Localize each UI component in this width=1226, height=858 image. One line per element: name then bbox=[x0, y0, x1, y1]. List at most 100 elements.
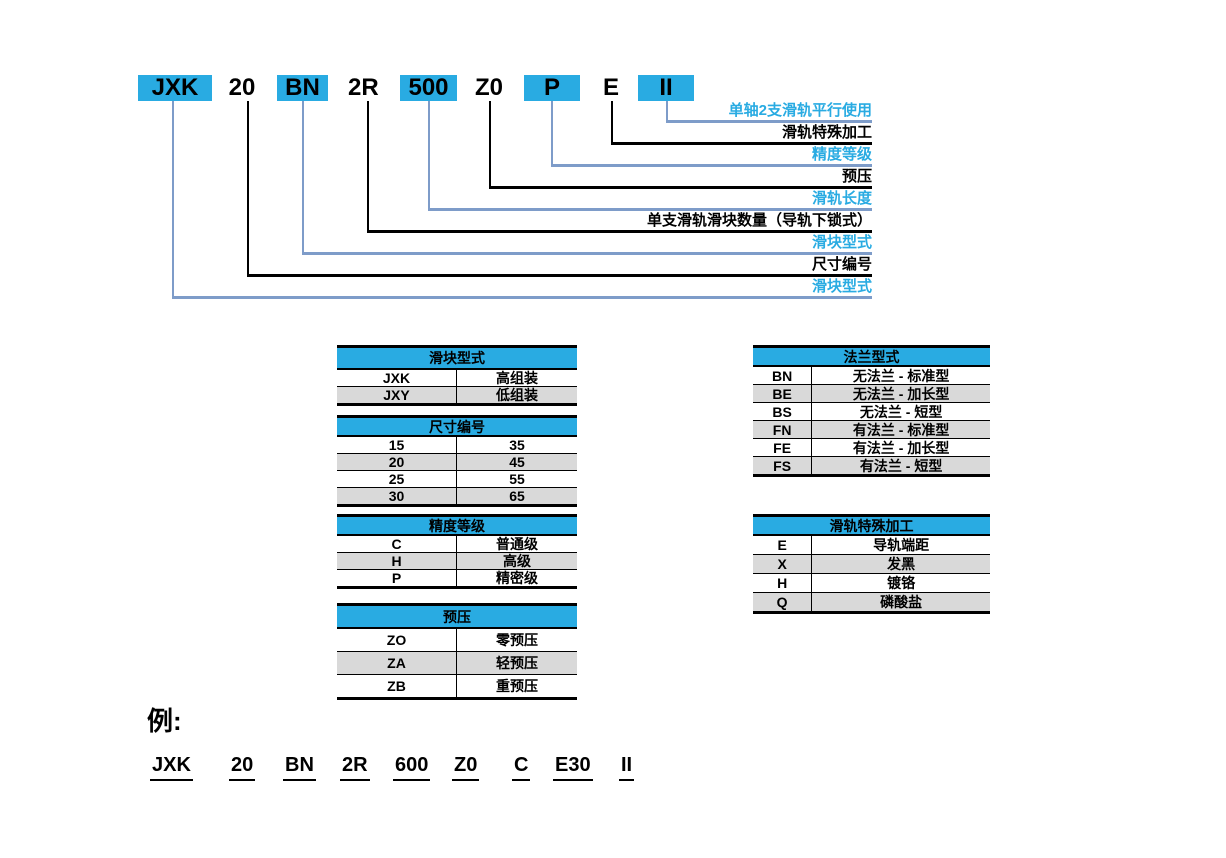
diagram-label-0: 单轴2支滑轨平行使用 bbox=[728, 102, 872, 119]
diagram-label-8: 滑块型式 bbox=[811, 278, 872, 295]
model-token-2R: 2R bbox=[348, 74, 379, 101]
table-row: P 精密级 bbox=[337, 570, 577, 586]
table-preload-header: 预压 bbox=[337, 606, 577, 629]
table-row: C 普通级 bbox=[337, 536, 577, 553]
model-token-20: 20 bbox=[228, 74, 256, 101]
table-cell-code: 30 bbox=[337, 488, 457, 504]
table-flange-type-header: 法兰型式 bbox=[753, 348, 990, 367]
table-cell-code: 25 bbox=[337, 471, 457, 487]
table-cell-desc: 零预压 bbox=[496, 632, 538, 648]
table-cell-code: 15 bbox=[337, 437, 457, 453]
model-token-II: II bbox=[638, 75, 694, 101]
table-row: 30 65 bbox=[337, 488, 577, 504]
table-row: JXK 高组装 bbox=[337, 370, 577, 387]
table-cell-desc: 重预压 bbox=[496, 678, 538, 694]
table-cell-desc: 普通级 bbox=[496, 536, 538, 552]
table-cell-desc: 高组装 bbox=[496, 370, 538, 386]
table-row: FN 有法兰 - 标准型 bbox=[753, 421, 990, 439]
table-cell-desc: 65 bbox=[509, 488, 525, 504]
table-cell-code: H bbox=[753, 574, 813, 592]
table-cell-code: BN bbox=[753, 367, 813, 384]
model-token-P: P bbox=[524, 75, 580, 101]
table-cell-desc: 有法兰 - 标准型 bbox=[852, 421, 950, 438]
example-token-20: 20 bbox=[229, 754, 256, 781]
table-cell-code: C bbox=[337, 536, 457, 552]
example-token-Z0: Z0 bbox=[452, 754, 480, 781]
diagram-label-7: 尺寸编号 bbox=[811, 256, 872, 273]
table-cell-code: JXK bbox=[337, 370, 457, 386]
table-cell-code: ZB bbox=[337, 675, 457, 697]
table-rail-special-header: 滑轨特殊加工 bbox=[753, 517, 990, 536]
table-cell-desc: 无法兰 - 短型 bbox=[859, 403, 943, 420]
example-label: 例: bbox=[147, 706, 182, 736]
example-token-E30: E30 bbox=[553, 754, 593, 781]
table-cell-code: FN bbox=[753, 421, 813, 438]
table-cell-desc: 精密级 bbox=[496, 570, 538, 586]
leader-hline-2R bbox=[367, 230, 872, 233]
leader-vline-II bbox=[666, 101, 668, 120]
table-cell-desc: 有法兰 - 短型 bbox=[859, 457, 943, 474]
example-token-600: 600 bbox=[393, 754, 431, 781]
example-token-II: II bbox=[619, 754, 635, 781]
leader-vline-E bbox=[611, 101, 613, 142]
leader-vline-20 bbox=[247, 101, 249, 274]
model-token-BN: BN bbox=[277, 75, 328, 101]
example-token-JXK: JXK bbox=[150, 754, 193, 781]
leader-vline-BN bbox=[302, 101, 304, 252]
table-accuracy-header: 精度等级 bbox=[337, 517, 577, 536]
table-cell-code: X bbox=[753, 555, 813, 573]
example-token-BN: BN bbox=[283, 754, 316, 781]
diagram-label-3: 预压 bbox=[841, 168, 872, 185]
leader-hline-II bbox=[666, 120, 872, 123]
table-row: Q 磷酸盐 bbox=[753, 593, 990, 611]
table-cell-code: ZO bbox=[337, 629, 457, 651]
table-slider-type-header: 滑块型式 bbox=[337, 348, 577, 370]
table-cell-code: P bbox=[337, 570, 457, 586]
model-token-500: 500 bbox=[400, 75, 457, 101]
leader-hline-P bbox=[551, 164, 872, 167]
model-token-Z0: Z0 bbox=[474, 74, 503, 101]
leader-vline-500 bbox=[428, 101, 430, 208]
table-row: ZB 重预压 bbox=[337, 675, 577, 697]
diagram-label-6: 滑块型式 bbox=[811, 234, 872, 251]
table-row: H 镀铬 bbox=[753, 574, 990, 593]
table-cell-code: Q bbox=[753, 593, 813, 611]
table-cell-code: BE bbox=[753, 385, 813, 402]
table-cell-desc: 低组装 bbox=[496, 387, 538, 403]
table-size-code-header: 尺寸编号 bbox=[337, 418, 577, 437]
diagram-label-4: 滑轨长度 bbox=[811, 190, 872, 207]
leader-vline-Z0 bbox=[489, 101, 491, 186]
table-cell-desc: 发黑 bbox=[887, 556, 916, 572]
leader-hline-JXK bbox=[172, 296, 872, 299]
diagram-label-1: 滑轨特殊加工 bbox=[781, 124, 872, 141]
example-token-C: C bbox=[512, 754, 531, 781]
table-cell-desc: 35 bbox=[509, 437, 525, 453]
table-cell-desc: 有法兰 - 加长型 bbox=[852, 439, 950, 456]
model-token-JXK: JXK bbox=[138, 75, 212, 101]
table-row: X 发黑 bbox=[753, 555, 990, 574]
table-row: 25 55 bbox=[337, 471, 577, 488]
table-cell-desc: 高级 bbox=[503, 553, 531, 569]
model-token-E: E bbox=[602, 74, 619, 101]
table-cell-desc: 55 bbox=[509, 471, 525, 487]
table-cell-desc: 镀铬 bbox=[887, 575, 916, 591]
leader-hline-E bbox=[611, 142, 872, 145]
table-cell-desc: 磷酸盐 bbox=[880, 594, 923, 610]
diagram-label-2: 精度等级 bbox=[811, 146, 872, 163]
